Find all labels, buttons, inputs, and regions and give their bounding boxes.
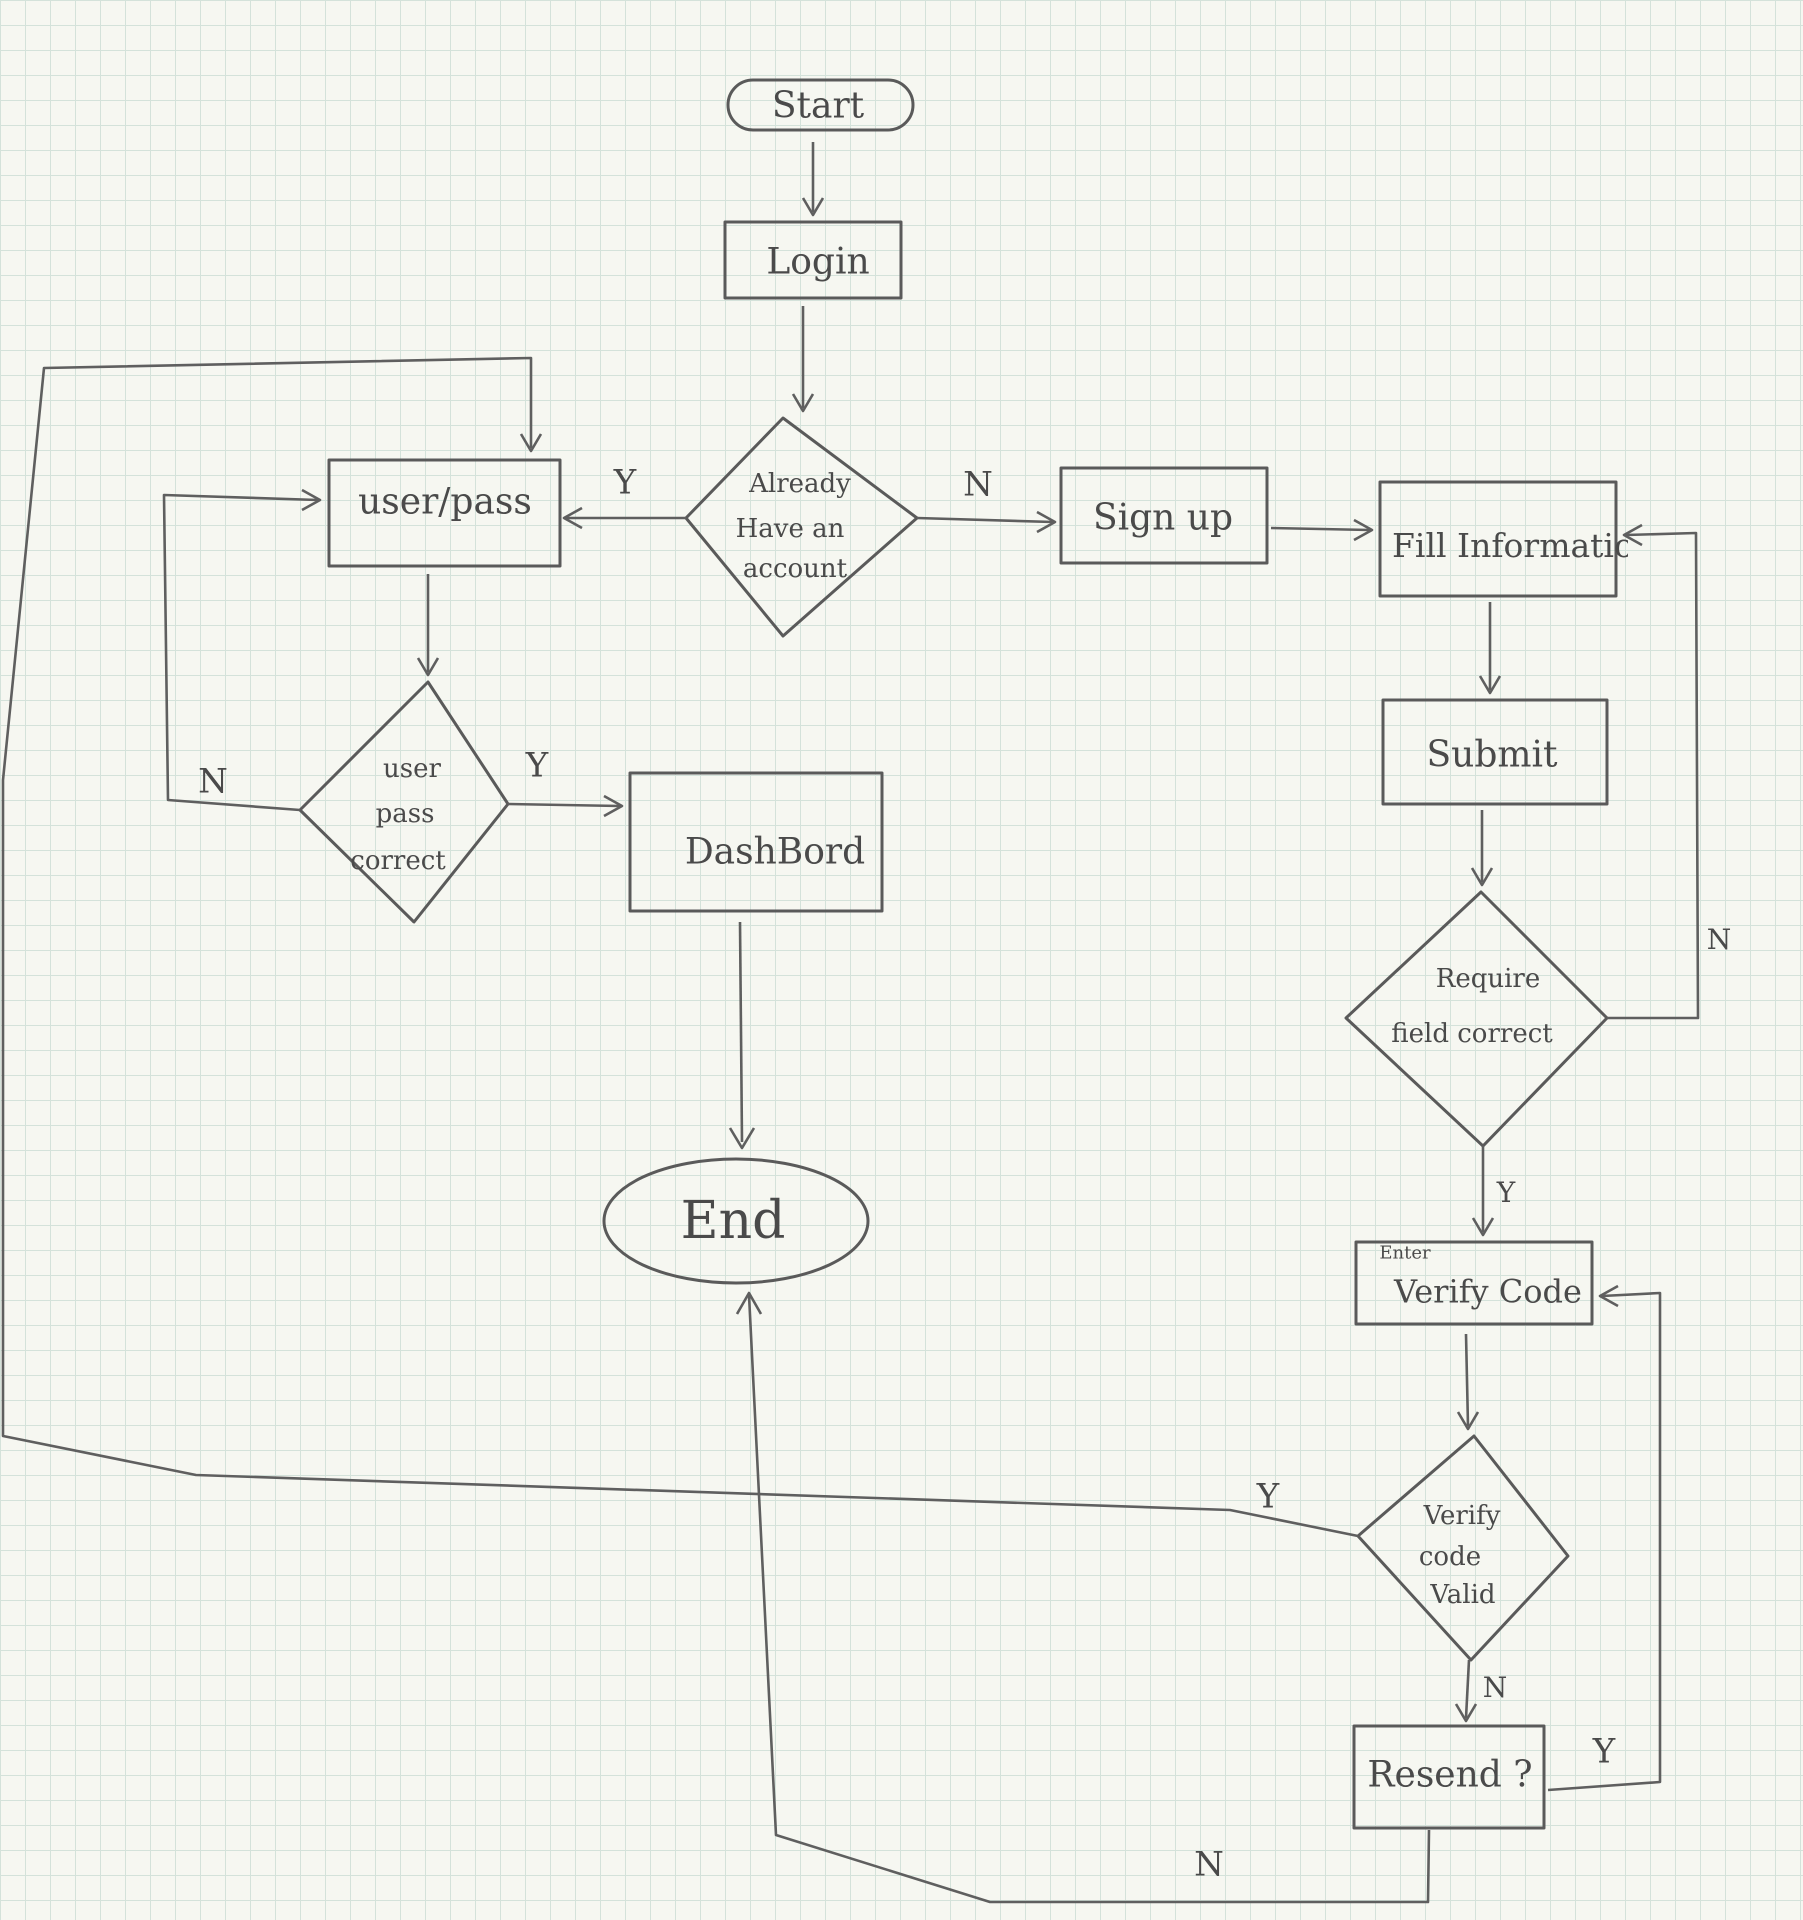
edge-correct-dashboard [507,794,624,818]
edge-signup-fillinfo [1270,518,1374,542]
edge-start-login [801,142,825,217]
edge-label-already-no: N [963,464,993,505]
edge-label-resend-no: N [1194,1844,1224,1885]
already-label-line1: Already [749,469,851,500]
require-field-line2: field correct [1391,1019,1553,1050]
edge-require-no-loop [1607,523,1700,1020]
edge-resend-no-end [735,1291,1431,1904]
resend-node [1352,1724,1546,1830]
edge-label-verify-no: N [1482,1670,1508,1704]
user-pass-node [327,458,562,568]
login-label: Login [766,241,870,283]
edge-verifycode-valid [1456,1333,1480,1431]
edge-valid-yes-to-userpass [1,356,1359,1538]
resend-label: Resend ? [1367,1754,1533,1796]
user-pass-correct-line2: pass [375,799,435,830]
fill-information-label: Fill Informatio [1392,527,1628,565]
already-label-line3: account [742,554,848,585]
edge-already-signup [916,510,1057,534]
enter-verify-label-line2: Verify Code [1394,1272,1582,1311]
fill-information-node [1378,480,1618,598]
user-pass-label: user/pass [358,481,532,523]
edge-already-userpass [562,506,686,530]
edge-dashboard-end [728,921,756,1150]
user-pass-correct-line1: user [383,754,441,785]
edge-label-already-yes: Y [613,462,637,503]
edge-label-verify-yes: Y [1256,1476,1280,1517]
edge-valid-resend [1454,1659,1478,1723]
enter-verify-code-node [1354,1240,1594,1326]
sign-up-label: Sign up [1092,497,1234,539]
enter-verify-label-line1: Enter [1379,1242,1431,1264]
submit-node [1381,698,1609,806]
user-pass-correct-decision [298,680,510,924]
sign-up-node [1059,466,1269,565]
dashboard-label: DashBord [684,831,866,873]
verify-code-valid-decision [1356,1434,1570,1662]
require-field-line1: Require [1435,964,1541,995]
edge-login-already [791,306,815,413]
edge-require-verifycode [1471,1146,1495,1237]
user-pass-correct-line3: correct [350,846,446,877]
edge-userpass-correct [416,574,440,677]
end-node [602,1157,870,1285]
edge-label-userpass-no: N [198,761,228,802]
edge-submit-require [1470,810,1494,887]
edge-fillinfo-submit [1478,602,1502,695]
start-node [726,78,915,132]
edge-correct-no-loop [162,488,322,812]
login-node [723,220,903,300]
edge-label-require-yes: Y [1496,1175,1516,1209]
verify-valid-line1: Verify [1423,1501,1501,1532]
edge-resend-yes-loop [1547,1284,1662,1792]
verify-valid-line2: code [1418,1542,1482,1573]
edge-label-resend-yes: Y [1592,1731,1616,1772]
already-have-account-decision [684,416,919,638]
verify-valid-line3: Valid [1430,1580,1496,1611]
end-label: End [680,1191,786,1252]
submit-label: Submit [1426,734,1558,776]
already-label-line2: Have an [735,514,845,545]
dashboard-node [628,771,884,913]
start-label: Start [771,85,865,127]
edge-label-require-no: N [1706,922,1732,956]
edge-label-userpass-yes: Y [525,745,549,786]
